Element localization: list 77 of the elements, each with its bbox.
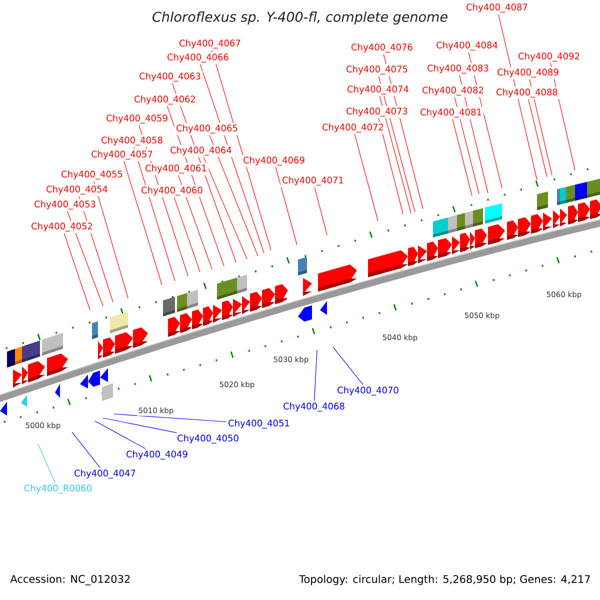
gene-label: Chy400_4064 xyxy=(170,146,232,156)
gene-label: Chy400_4089 xyxy=(498,68,558,78)
footer-text: Topology: circular; Length: 5,268,950 bp; Genes: 4,217 xyxy=(299,574,590,586)
gene-label: Chy400_4073 xyxy=(346,108,408,116)
leader-line xyxy=(378,76,416,212)
gene-label: Chy400_4063 xyxy=(140,72,200,82)
gene-label: Chy400_4088 xyxy=(496,88,558,98)
leader-line xyxy=(38,444,56,483)
leader-line xyxy=(138,124,188,276)
gene-label: Chy400_4055 xyxy=(62,170,122,180)
gene-label: Chy400_4052 xyxy=(32,222,92,232)
gene-label: Chy400_4072 xyxy=(322,124,384,132)
leader-line xyxy=(379,96,412,214)
gene-label: Chy400_4082 xyxy=(422,86,484,96)
leader-line xyxy=(178,174,212,270)
leader-line xyxy=(102,418,178,434)
gene-label: Chy400_4065 xyxy=(176,124,238,134)
leader-line xyxy=(378,118,404,214)
leader-line xyxy=(200,64,264,254)
leader-line xyxy=(354,134,378,222)
gene-label: Chy400_4062 xyxy=(134,96,196,104)
leader-line xyxy=(454,96,480,194)
gene-label: Chy400_R0060 xyxy=(24,484,92,494)
leader-line xyxy=(275,167,298,246)
gene-label: Chy400_4047 xyxy=(74,470,136,478)
title: Chloroflexus sp. Y-400-fl, complete genome xyxy=(152,11,448,25)
leader-line xyxy=(459,74,488,194)
leader-line xyxy=(94,180,128,298)
gene-label: Chy400_4087 xyxy=(466,4,528,12)
leader-line xyxy=(94,420,146,450)
gene-label: Chy400_4057 xyxy=(92,150,152,160)
gene-label: Chy400_4060 xyxy=(142,186,202,196)
gene-label: Chy400_4074 xyxy=(348,86,408,94)
leader-line xyxy=(166,106,224,266)
leader-line xyxy=(124,160,162,286)
leader-line xyxy=(528,99,548,178)
gene-label: Chy400_4081 xyxy=(420,108,482,118)
leader-line xyxy=(174,196,200,272)
leader-line xyxy=(203,156,248,260)
leader-line xyxy=(383,54,424,210)
gene-label: Chy400_4054 xyxy=(46,186,108,194)
footer-text: Accession: NC_012032 xyxy=(10,574,130,586)
gene-label: Chy400_4071 xyxy=(282,176,344,186)
gene-label: Chy400_4050 xyxy=(178,434,238,444)
leader-line xyxy=(550,62,576,170)
gene-label: Chy400_4059 xyxy=(106,114,168,124)
leader-line xyxy=(212,50,272,250)
gene-label: Chy400_4075 xyxy=(346,66,408,74)
leader-line xyxy=(498,14,538,180)
gene-label: Chy400_4084 xyxy=(436,42,498,50)
gene-label: Chy400_4069 xyxy=(244,156,304,166)
gene-label: Chy400_4070 xyxy=(338,386,398,396)
leader-line xyxy=(64,232,90,310)
leader-line xyxy=(452,119,472,196)
leader-line xyxy=(67,210,104,306)
leader-line xyxy=(78,196,114,302)
gene-label: Chy400_4068 xyxy=(284,402,344,412)
leader-line xyxy=(209,134,258,256)
leader-line xyxy=(468,52,502,188)
gene-label: Chy400_4067 xyxy=(180,40,240,48)
gene-label: Chy400_4061 xyxy=(146,164,206,174)
leader-line xyxy=(134,146,176,282)
gene-label: Chy400_4051 xyxy=(228,420,290,428)
leader-line xyxy=(314,187,328,236)
leader-line xyxy=(114,414,227,422)
gene-label: Chy400_4083 xyxy=(428,64,488,74)
leader-line xyxy=(314,350,318,401)
gene-label: Chy400_4076 xyxy=(352,44,412,52)
gene-label: Chy400_4049 xyxy=(126,450,188,460)
leader-line xyxy=(332,346,364,386)
gene-label: Chy400_4092 xyxy=(518,52,580,62)
leader-line xyxy=(529,78,552,176)
gene-label: Chy400_4066 xyxy=(168,54,228,62)
gene-label: Chy400_4053 xyxy=(34,200,96,210)
gene-label: Chy400_4058 xyxy=(102,136,162,146)
leader-line xyxy=(172,82,236,262)
leader-line xyxy=(72,432,100,468)
